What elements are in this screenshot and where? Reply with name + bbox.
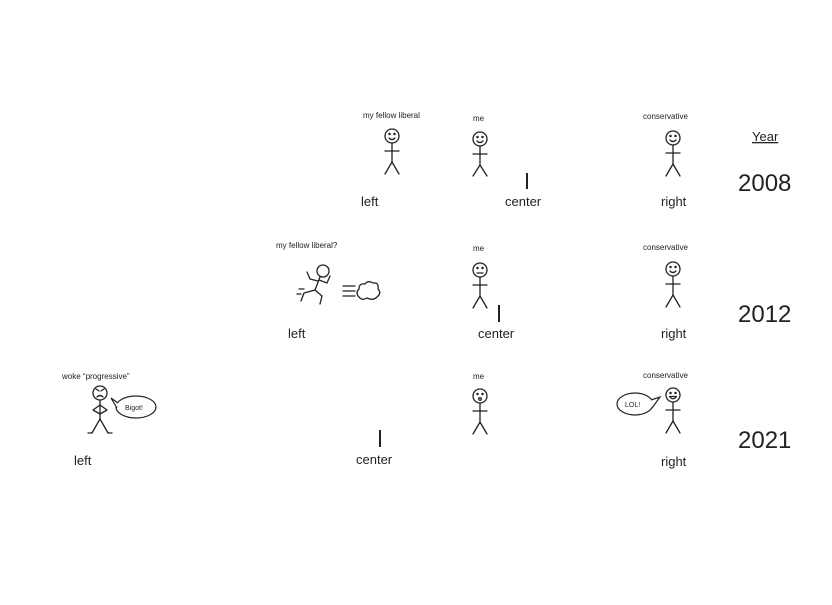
me-label: me bbox=[473, 244, 485, 253]
year-header: Year bbox=[752, 129, 779, 144]
conservative-label: conservative bbox=[643, 112, 688, 121]
liberal-label: my fellow liberal bbox=[363, 111, 420, 120]
stick-figure-icon bbox=[665, 130, 681, 177]
year-label: 2012 bbox=[738, 301, 791, 328]
running-figure-icon bbox=[296, 264, 331, 305]
panel-2008: left center right 2008 my fellow liberal… bbox=[361, 111, 791, 209]
bubble-text-bigot: Bigot! bbox=[125, 405, 143, 412]
stick-figure-icon bbox=[472, 262, 488, 309]
stick-figure-icon bbox=[384, 128, 400, 175]
bubble-text-lol: LOL! bbox=[625, 402, 640, 409]
liberal-label: my fellow liberal? bbox=[276, 241, 338, 250]
conservative-label: conservative bbox=[643, 371, 688, 380]
me-label: me bbox=[473, 114, 485, 123]
panel-2021: left center right 2021 woke “progressive… bbox=[61, 371, 791, 469]
conservative-label: conservative bbox=[643, 243, 688, 252]
stick-figure-icon bbox=[665, 387, 681, 434]
axis-left-label: left bbox=[288, 326, 306, 341]
axis-left-label: left bbox=[74, 453, 92, 468]
axis-center-label: center bbox=[478, 326, 515, 341]
year-label: 2008 bbox=[738, 170, 791, 197]
speech-bubble-icon: Bigot! bbox=[110, 395, 157, 419]
axis-left-label: left bbox=[361, 194, 379, 209]
axis-right-label: right bbox=[661, 194, 687, 209]
stick-figure-icon bbox=[87, 385, 113, 434]
speech-bubble-icon: LOL! bbox=[616, 392, 662, 416]
axis-right-label: right bbox=[661, 326, 687, 341]
liberal-label: woke “progressive” bbox=[61, 372, 130, 381]
stick-figure-icon bbox=[665, 261, 681, 308]
axis-center-label: center bbox=[505, 194, 542, 209]
year-label: 2021 bbox=[738, 427, 791, 454]
axis-right-label: right bbox=[661, 454, 687, 469]
axis-center-label: center bbox=[356, 452, 393, 467]
dust-cloud-icon bbox=[342, 281, 381, 300]
panel-2012: left center right 2012 my fellow liberal… bbox=[276, 241, 791, 341]
stick-figure-icon bbox=[472, 131, 488, 177]
me-label: me bbox=[473, 372, 485, 381]
stick-figure-icon bbox=[472, 388, 488, 435]
